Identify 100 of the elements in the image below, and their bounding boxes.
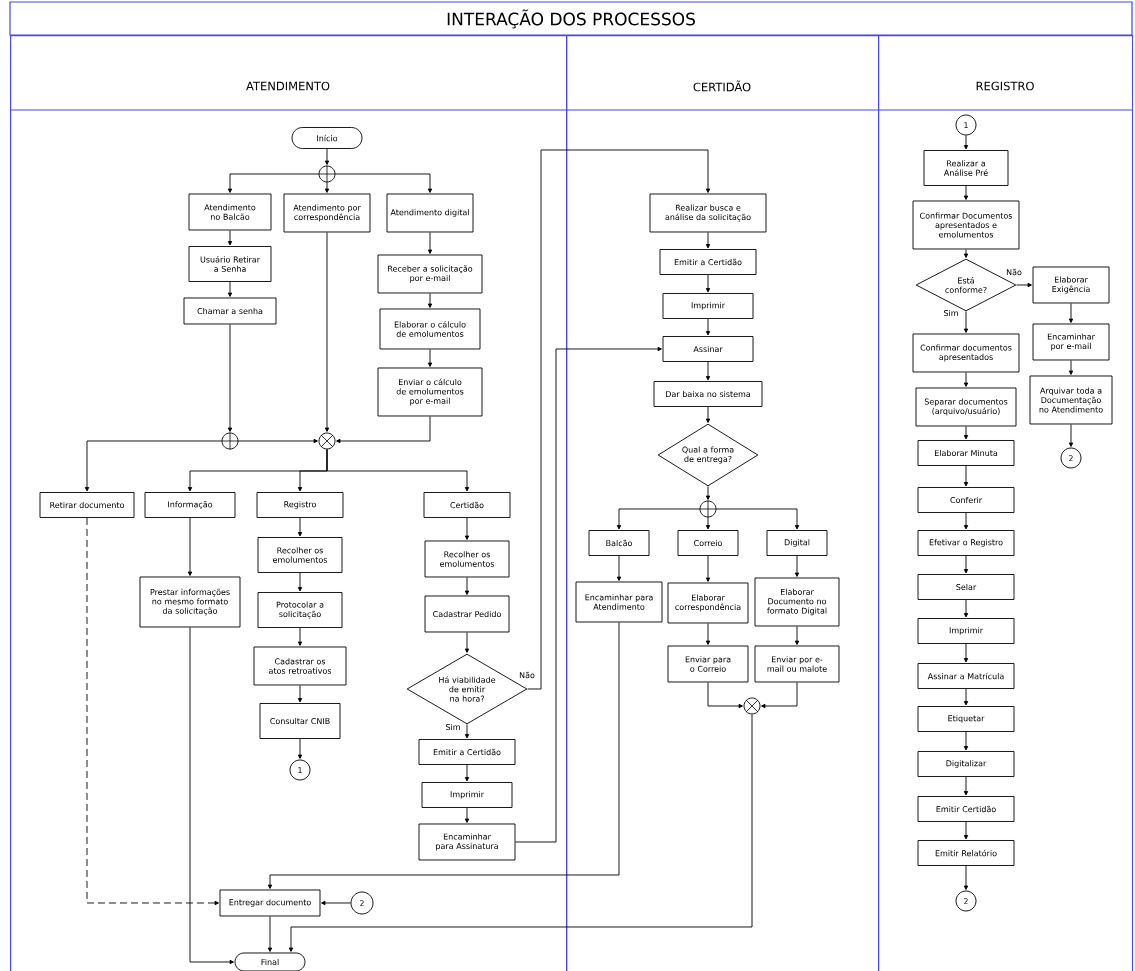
arrow (716, 508, 800, 530)
process-box: Entregar documento (219, 889, 321, 917)
title-bar: INTERAÇÃO DOS PROCESSOS (9, 1, 1133, 36)
process-box: Imprimir (421, 782, 513, 808)
process-box: Elaborar Minuta (917, 440, 1015, 466)
process-box: Enviar para o Correio (667, 645, 749, 683)
junction-circle (318, 165, 336, 183)
arrow (1068, 303, 1074, 323)
arrow (326, 449, 470, 492)
process-box: Selar (917, 574, 1015, 600)
process-box: Certidão (423, 492, 511, 518)
arrow (963, 643, 969, 663)
arrow (321, 900, 351, 906)
arrow (464, 764, 470, 782)
arrow (464, 807, 470, 823)
process-box: Atendimento no Balcão (188, 193, 272, 231)
arrow (464, 724, 470, 739)
process-box: Recolher os emolumentos (257, 537, 343, 573)
process-box: Digital (766, 530, 828, 556)
arrow (464, 517, 470, 540)
arrow (267, 916, 273, 952)
arrow (515, 346, 662, 843)
process-box: Imprimir (662, 293, 754, 319)
arrow (1068, 424, 1074, 447)
process-box: Emitir Relatório (917, 840, 1015, 866)
process-box: Imprimir (917, 618, 1015, 644)
arrow (324, 148, 330, 165)
arrow (427, 232, 433, 254)
arrow (705, 318, 711, 336)
arrow (963, 426, 969, 440)
process-box: Receber a solicitação por e-mail (377, 254, 483, 294)
arrow (1068, 360, 1074, 375)
arrow (705, 555, 711, 582)
arrow (427, 349, 433, 367)
arrow (963, 512, 969, 530)
arrow (297, 572, 303, 592)
arrow (297, 517, 303, 537)
arrow (963, 465, 969, 487)
junction-circle (699, 500, 717, 518)
arrow (761, 682, 798, 709)
process-box: Retirar documento (39, 492, 135, 518)
process-box: Recolher os emolumentos (424, 540, 510, 578)
process-box: Etiquetar (917, 706, 1015, 732)
terminal-box: Início (291, 127, 363, 149)
arrow (616, 555, 622, 581)
arrow (963, 185, 969, 200)
process-box: Elaborar correspondência (667, 582, 749, 624)
arrow (963, 311, 969, 333)
arrow (288, 714, 753, 952)
arrow (227, 281, 233, 297)
process-box: Arquivar toda a Documentação no Atendimento (1029, 375, 1113, 425)
arrow (267, 622, 620, 889)
process-box: Confirmar Documentos apresentados e emolumentos (912, 200, 1020, 250)
arrow (705, 623, 711, 645)
process-box: Registro (256, 492, 344, 518)
process-box: Realizar busca e análise da solicitação (649, 193, 767, 233)
arrow (427, 293, 433, 308)
arrow (297, 685, 303, 703)
arrow (227, 324, 233, 432)
arrow (963, 865, 969, 890)
junction-circle (318, 432, 336, 450)
arrow (705, 274, 711, 293)
arrow (963, 688, 969, 706)
process-box: Dar baixa no sistema (653, 381, 763, 407)
arrow (464, 577, 470, 595)
process-box: Prestar informações no mesmo formato da solicitação (139, 576, 241, 628)
arrow (705, 406, 711, 423)
arrow (335, 173, 433, 193)
process-box: Separar documentos (arquivo/usuário) (915, 387, 1017, 427)
junction-circle (221, 432, 239, 450)
process-box: Cadastrar Pedido (424, 595, 510, 633)
arrow (297, 738, 303, 759)
arrow (86, 517, 219, 906)
arrow (227, 173, 319, 193)
process-box: Cadastrar os atos retroativos (253, 646, 347, 686)
process-box: Emitir Certidão (917, 796, 1015, 822)
arrow (84, 440, 222, 492)
process-box: Encaminhar para Atendimento (575, 581, 663, 623)
arrow (707, 682, 743, 709)
arrow (963, 135, 969, 150)
arrow (527, 149, 711, 690)
arrow (336, 416, 431, 444)
arrow (1016, 282, 1032, 288)
process-box: Chamar a senha (183, 297, 277, 325)
arrow (616, 508, 700, 530)
process-box: Encaminhar por e-mail (1032, 323, 1110, 361)
arrow (963, 555, 969, 574)
arrow (963, 249, 969, 258)
arrow (794, 626, 800, 645)
process-box: Emitir a Certidão (418, 739, 516, 765)
arrow (227, 230, 233, 246)
process-box: Elaborar Documento no formato Digital (754, 577, 840, 627)
arrow (187, 517, 193, 576)
process-box: Elaborar o cálculo de emolumentos (379, 308, 481, 350)
process-box: Realizar a Análise Pré (923, 150, 1009, 186)
arrow (705, 517, 711, 530)
process-box: Atendimento digital (386, 193, 474, 233)
arrow (297, 627, 303, 646)
process-box: Assinar (662, 336, 754, 362)
process-box: Assinar a Matrícula (917, 663, 1015, 689)
